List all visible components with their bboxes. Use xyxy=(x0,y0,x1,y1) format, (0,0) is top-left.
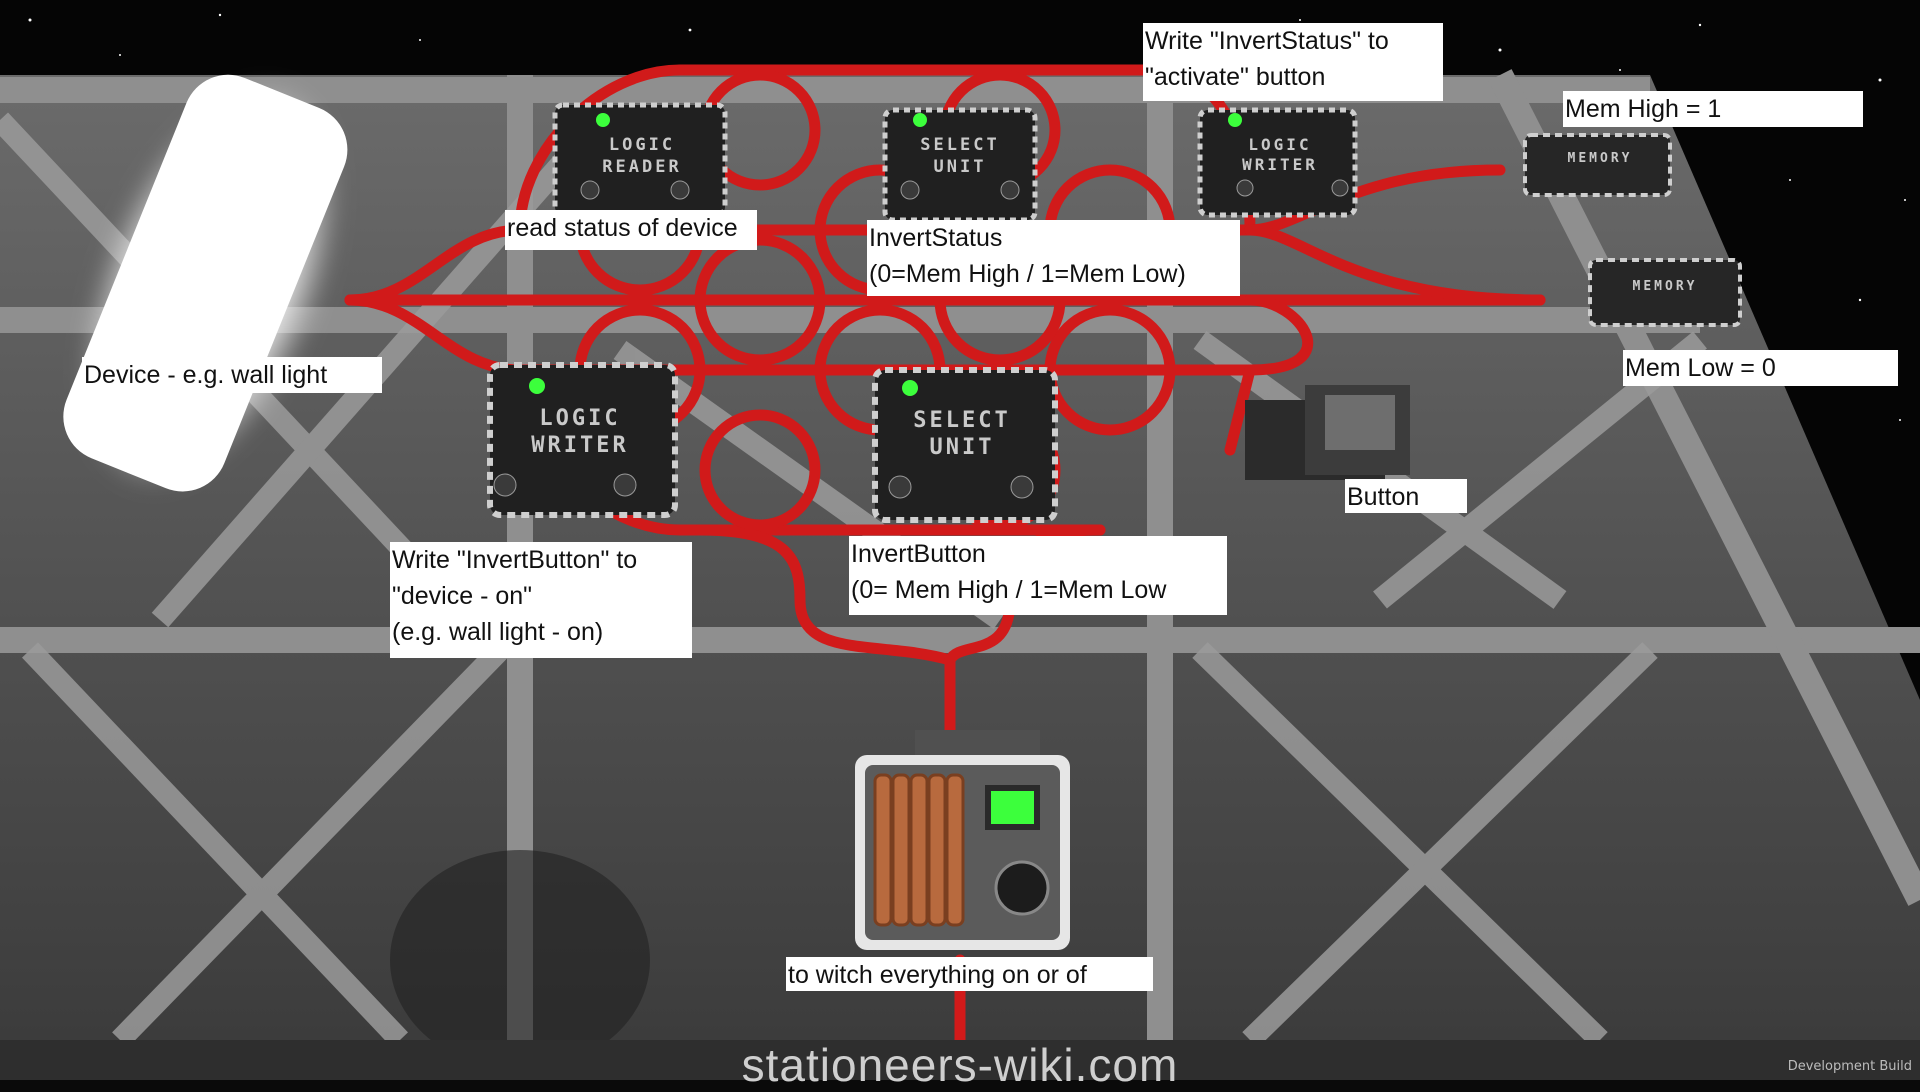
svg-text:UNIT: UNIT xyxy=(930,435,995,460)
power-switch-device xyxy=(855,730,1070,950)
memory-low-chip: MEMORY xyxy=(1588,258,1742,327)
watermark: stationeers-wiki.com xyxy=(741,1039,1179,1091)
svg-text:SELECT: SELECT xyxy=(920,135,999,155)
note-mem-high: Mem High = 1 xyxy=(1563,91,1863,127)
note-write-invert-button: Write "InvertButton" to "device - on" (e… xyxy=(390,542,692,658)
note-device: Device - e.g. wall light xyxy=(82,357,382,393)
character-shadow xyxy=(390,850,650,1070)
svg-text:UNIT: UNIT xyxy=(934,157,987,177)
svg-text:LOGIC: LOGIC xyxy=(539,406,620,431)
power-indicator xyxy=(991,791,1034,824)
svg-text:WRITER: WRITER xyxy=(1242,155,1318,174)
note-read-status: read status of device xyxy=(505,210,757,250)
note-write-invert-status: Write "InvertStatus" to "activate" butto… xyxy=(1143,23,1443,101)
note-invert-button: InvertButton (0= Mem High / 1=Mem Low xyxy=(849,536,1227,615)
status-led xyxy=(596,113,610,127)
button-device xyxy=(1245,385,1410,480)
power-knob xyxy=(994,860,1050,916)
bottom-bar xyxy=(0,1040,1920,1080)
svg-text:MEMORY: MEMORY xyxy=(1633,279,1698,294)
development-build-label: Development Build xyxy=(1787,1059,1912,1074)
note-button: Button xyxy=(1345,479,1467,513)
select-unit-top-chip: SELECT UNIT xyxy=(882,107,1038,223)
chip-label-reader: READER xyxy=(602,157,681,177)
logic-writer-bottom-chip: LOGIC WRITER xyxy=(487,362,678,518)
status-led xyxy=(902,380,918,396)
select-unit-bottom-chip: SELECT UNIT xyxy=(872,367,1058,523)
note-switch-all: to witch everything on or of xyxy=(786,957,1153,991)
svg-text:SELECT: SELECT xyxy=(913,408,1010,433)
note-mem-low: Mem Low = 0 xyxy=(1623,350,1898,386)
chip-label-logic: LOGIC xyxy=(609,135,675,155)
status-led xyxy=(1228,113,1242,127)
logic-writer-top-chip: LOGIC WRITER xyxy=(1197,107,1358,218)
memory-high-chip: MEMORY xyxy=(1523,133,1672,197)
status-led xyxy=(913,113,927,127)
svg-text:MEMORY: MEMORY xyxy=(1568,151,1633,166)
svg-text:LOGIC: LOGIC xyxy=(1248,135,1311,154)
logic-reader-chip: LOGIC READER xyxy=(552,102,728,218)
note-invert-status: InvertStatus (0=Mem High / 1=Mem Low) xyxy=(867,220,1240,296)
svg-text:WRITER: WRITER xyxy=(531,433,628,458)
status-led xyxy=(529,378,545,394)
